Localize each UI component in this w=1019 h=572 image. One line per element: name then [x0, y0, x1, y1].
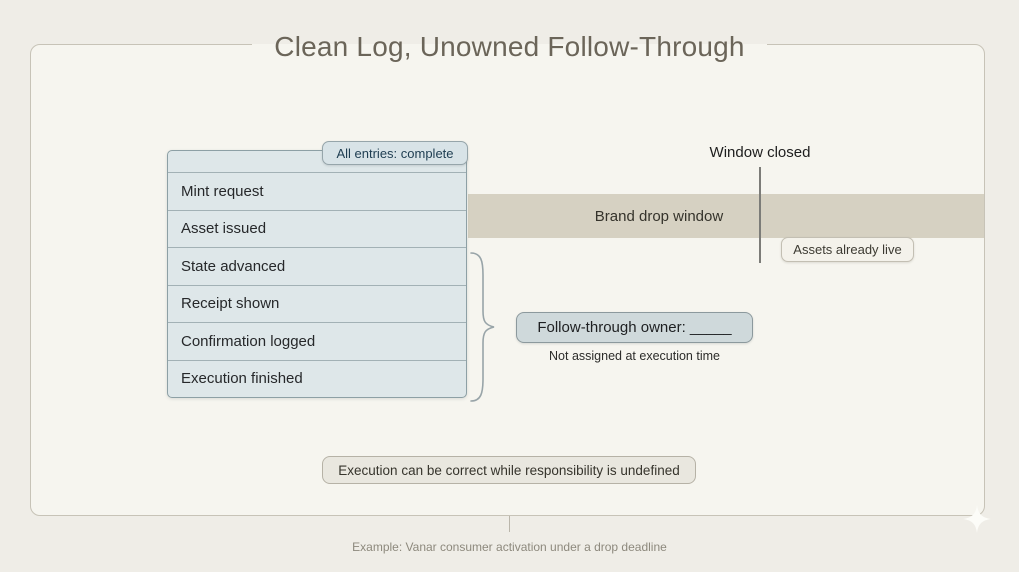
owner-note: Not assigned at execution time: [549, 349, 720, 363]
curly-brace-icon: [470, 252, 495, 402]
sparkle-icon: [963, 505, 991, 533]
table-row: Receipt shown: [168, 286, 466, 323]
table-row: Execution finished: [181, 370, 303, 388]
conclusion-pill: Execution can be correct while responsib…: [322, 456, 696, 484]
assets-already-live-badge: Assets already live: [781, 237, 914, 262]
caption-connector-line: [509, 516, 510, 532]
all-entries-complete-badge: All entries: complete: [322, 141, 468, 165]
window-closed-label: Window closed: [709, 144, 811, 161]
example-caption: Example: Vanar consumer activation under…: [352, 540, 667, 554]
table-row: State advanced: [168, 248, 466, 286]
brand-drop-window-label: Brand drop window: [594, 207, 724, 225]
table-row: Asset issued: [168, 211, 466, 248]
table-row: Mint request: [168, 173, 466, 211]
event-log-header-strip: [168, 151, 466, 173]
table-row: Confirmation logged: [168, 323, 466, 361]
page-title: Clean Log, Unowned Follow-Through: [252, 28, 767, 66]
title-row: Clean Log, Unowned Follow-Through: [0, 28, 1019, 66]
window-closed-marker-line: [759, 167, 761, 263]
follow-through-owner-box: Follow-through owner: _____: [516, 312, 753, 343]
event-log-table: Mint request Asset issued State advanced…: [167, 150, 467, 398]
brand-drop-window-bar: Brand drop window: [468, 194, 984, 238]
